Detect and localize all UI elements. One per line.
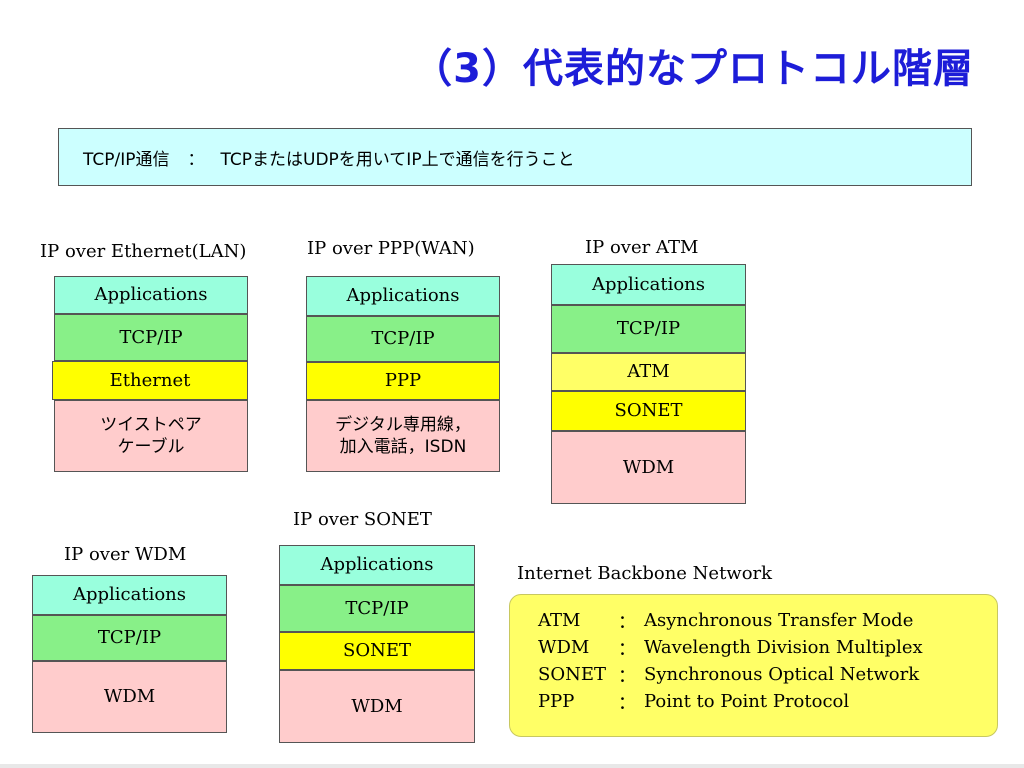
- page-title: （3）代表的なプロトコル階層: [412, 46, 974, 92]
- sonet-layer-wdm: WDM: [279, 670, 475, 743]
- glossary-meaning: Point to Point Protocol: [644, 691, 850, 712]
- glossary-abbr: ATM: [538, 610, 581, 631]
- definition-term: TCP/IP通信: [83, 149, 170, 170]
- glossary-row-sonet: SONET ： Synchronous Optical Network: [538, 661, 997, 688]
- definition-separator: ：: [187, 149, 205, 170]
- stack-title-sonet: IP over SONET: [293, 509, 432, 530]
- glossary-abbr: SONET: [538, 664, 606, 685]
- ppp-layer-tcpip: TCP/IP: [306, 316, 500, 362]
- ppp-layer-ppp: PPP: [306, 362, 500, 400]
- glossary-meaning: Wavelength Division Multiplex: [644, 637, 923, 658]
- stack-title-wdm: IP over WDM: [64, 544, 187, 565]
- glossary-abbr: WDM: [538, 637, 590, 658]
- ethernet-layer-physical: ツイストペア ケーブル: [54, 400, 248, 472]
- glossary-colon: ：: [618, 611, 636, 633]
- ethernet-layer-applications: Applications: [54, 276, 248, 314]
- stack-title-ppp: IP over PPP(WAN): [307, 238, 475, 259]
- glossary-meaning: Asynchronous Transfer Mode: [644, 610, 914, 631]
- atm-layer-applications: Applications: [551, 264, 746, 305]
- ethernet-layer-tcpip: TCP/IP: [54, 314, 248, 361]
- atm-layer-tcpip: TCP/IP: [551, 305, 746, 353]
- ppp-layer-applications: Applications: [306, 276, 500, 316]
- stack-title-atm: IP over ATM: [585, 237, 699, 258]
- backbone-label: Internet Backbone Network: [517, 563, 773, 584]
- glossary-abbr: PPP: [538, 691, 575, 712]
- glossary-row-ppp: PPP ： Point to Point Protocol: [538, 688, 997, 715]
- sonet-layer-applications: Applications: [279, 545, 475, 585]
- glossary-row-wdm: WDM ： Wavelength Division Multiplex: [538, 634, 997, 661]
- glossary-colon: ：: [618, 638, 636, 660]
- atm-layer-sonet: SONET: [551, 391, 746, 431]
- sonet-layer-sonet: SONET: [279, 632, 475, 670]
- footer-divider: [0, 764, 1024, 768]
- glossary-colon: ：: [618, 665, 636, 687]
- wdm-layer-tcpip: TCP/IP: [32, 615, 227, 661]
- atm-layer-wdm: WDM: [551, 431, 746, 504]
- ppp-layer-physical: デジタル専用線， 加入電話，ISDN: [306, 400, 500, 472]
- definition-text: TCPまたはUDPを用いてIP上で通信を行うこと: [220, 149, 575, 170]
- stack-title-ethernet: IP over Ethernet(LAN): [40, 241, 247, 262]
- glossary-row-atm: ATM ： Asynchronous Transfer Mode: [538, 607, 997, 634]
- atm-layer-atm: ATM: [551, 353, 746, 391]
- ethernet-layer-ethernet: Ethernet: [52, 361, 248, 400]
- sonet-layer-tcpip: TCP/IP: [279, 585, 475, 632]
- wdm-layer-wdm: WDM: [32, 661, 227, 733]
- glossary-colon: ：: [618, 692, 636, 714]
- glossary-box: ATM ： Asynchronous Transfer Mode WDM ： W…: [509, 594, 998, 737]
- definition-box: TCP/IP通信 ： TCPまたはUDPを用いてIP上で通信を行うこと: [58, 128, 972, 186]
- wdm-layer-applications: Applications: [32, 575, 227, 615]
- glossary-meaning: Synchronous Optical Network: [644, 664, 920, 685]
